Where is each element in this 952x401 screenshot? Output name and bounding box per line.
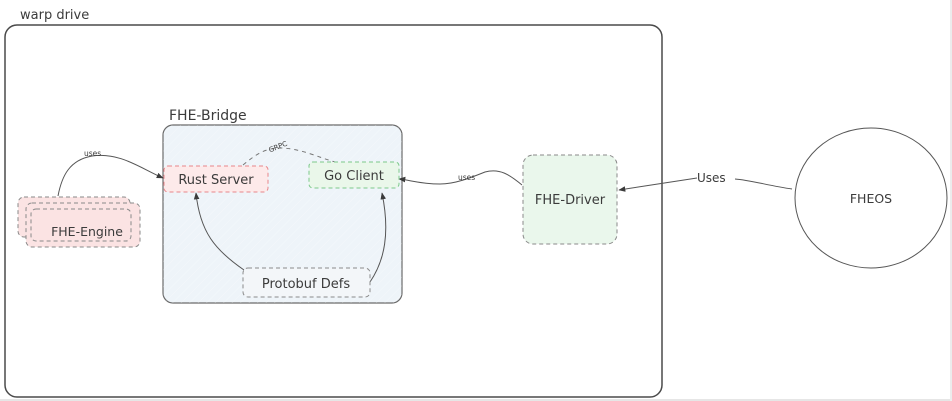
node-label: FHE-Engine [51,224,123,239]
node-box [522,154,618,245]
edge-engine-to-rust[interactable] [57,154,164,197]
edge-label-engine-to-rust: uses [84,149,101,158]
node-box [242,267,371,298]
node-label: Protobuf Defs [262,277,350,292]
node-label: FHE-Driver [535,193,606,208]
edge-fheos-to-driver[interactable] [619,177,793,190]
canvas-right-edge [950,0,952,401]
edge-driver-to-go[interactable] [398,170,523,186]
node-fhe-driver[interactable]: FHE-Driver [522,154,618,245]
node-protobuf-defs[interactable]: Protobuf Defs [242,267,371,298]
node-rust-server[interactable]: Rust Server [163,165,269,193]
node-fheos[interactable]: FHEOS [794,127,948,269]
node-box [308,161,400,189]
node-ellipse [794,127,948,269]
node-label: FHEOS [850,191,892,206]
node-box [30,208,132,242]
canvas-bottom-edge [0,399,952,401]
node-fhe-engine[interactable]: FHE-Engine [17,196,141,248]
frame-label: warp drive [20,8,89,23]
edge-label-driver-to-go: uses [458,173,475,182]
node-go-client[interactable]: Go Client [308,161,400,189]
node-label: Go Client [324,169,384,184]
edge-label-fheos-to-driver: Uses [697,171,726,185]
edge-protobuf-to-go[interactable] [369,192,387,283]
group-label: FHE-Bridge [169,108,247,124]
edge-protobuf-to-rust[interactable] [193,192,245,271]
frame-border [4,24,663,398]
node-box [163,165,269,193]
frame-warp-drive[interactable]: warp drive [4,8,663,398]
edge-grpc[interactable] [242,147,336,166]
node-label: Rust Server [178,173,254,188]
